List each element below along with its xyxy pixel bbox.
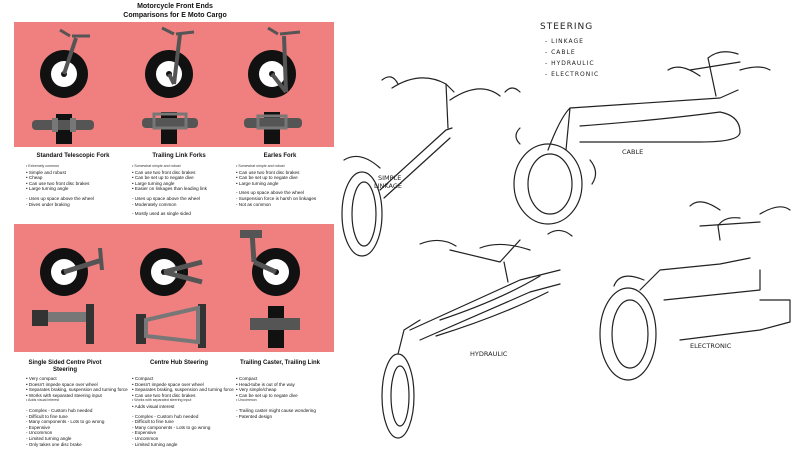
option-name-6: Trailing Caster, Trailing Link	[239, 360, 321, 366]
option-name-3: Earles Fork	[263, 153, 297, 159]
option-name-5: Centre Hub Steering	[149, 360, 208, 366]
steering-item-electronic: - ELECTRONIC	[545, 71, 600, 78]
top-diagram-panel	[14, 22, 334, 147]
option-name-2: Trailing Link Forks	[152, 153, 206, 159]
label-cable: CABLE	[622, 148, 643, 156]
bottom-diagram-panel	[14, 224, 334, 352]
sheet-subtitle: Comparisons for E Moto Cargo	[123, 12, 227, 19]
earles-fork-diagram	[244, 26, 302, 144]
telescopic-fork-diagram	[32, 28, 94, 144]
option-name-4: Single Sided Centre Pivot Steering	[28, 360, 102, 373]
option-notes-2: • Somewhat simple and robust• Can use tw…	[132, 164, 207, 217]
cable-sketch	[513, 51, 771, 225]
electronic-sketch	[599, 201, 791, 381]
centre-hub-diagram	[136, 248, 206, 348]
steering-sketches: SIMPLE LINKAGE CABLE HYDRAULIC ELECTRONI…	[341, 51, 791, 439]
centre-pivot-diagram	[32, 247, 104, 344]
option-notes-6: • Compact• Head-tube is out of the way• …	[236, 376, 316, 419]
option-notes-3: • Somewhat simple and robust• Can use tw…	[236, 164, 317, 207]
steering-item-linkage: - LINKAGE	[545, 38, 584, 45]
option-name-1: Standard Telescopic Fork	[36, 153, 110, 159]
option-notes-4: • Very compact• Doesn't impede space ove…	[26, 376, 128, 447]
steering-item-cable: - CABLE	[545, 49, 576, 56]
label-simple: SIMPLE	[378, 174, 401, 182]
simple-linkage-sketch	[341, 76, 521, 257]
option-notes-5: • Compact• Doesn't impede space over whe…	[132, 376, 234, 447]
steering-item-hydraulic: - HYDRAULIC	[545, 60, 595, 67]
hydraulic-sketch	[381, 229, 573, 439]
sheet-title: Motorcycle Front Ends	[137, 3, 213, 10]
trailing-caster-diagram	[240, 230, 300, 348]
steering-title: STEERING	[540, 22, 594, 32]
label-linkage: LINKAGE	[374, 182, 402, 190]
option-notes-1: • Extremely common• Simple and robust• C…	[26, 164, 94, 207]
label-hydraulic: HYDRAULIC	[470, 350, 508, 358]
trailing-link-diagram	[142, 26, 198, 144]
label-electronic: ELECTRONIC	[690, 342, 732, 350]
